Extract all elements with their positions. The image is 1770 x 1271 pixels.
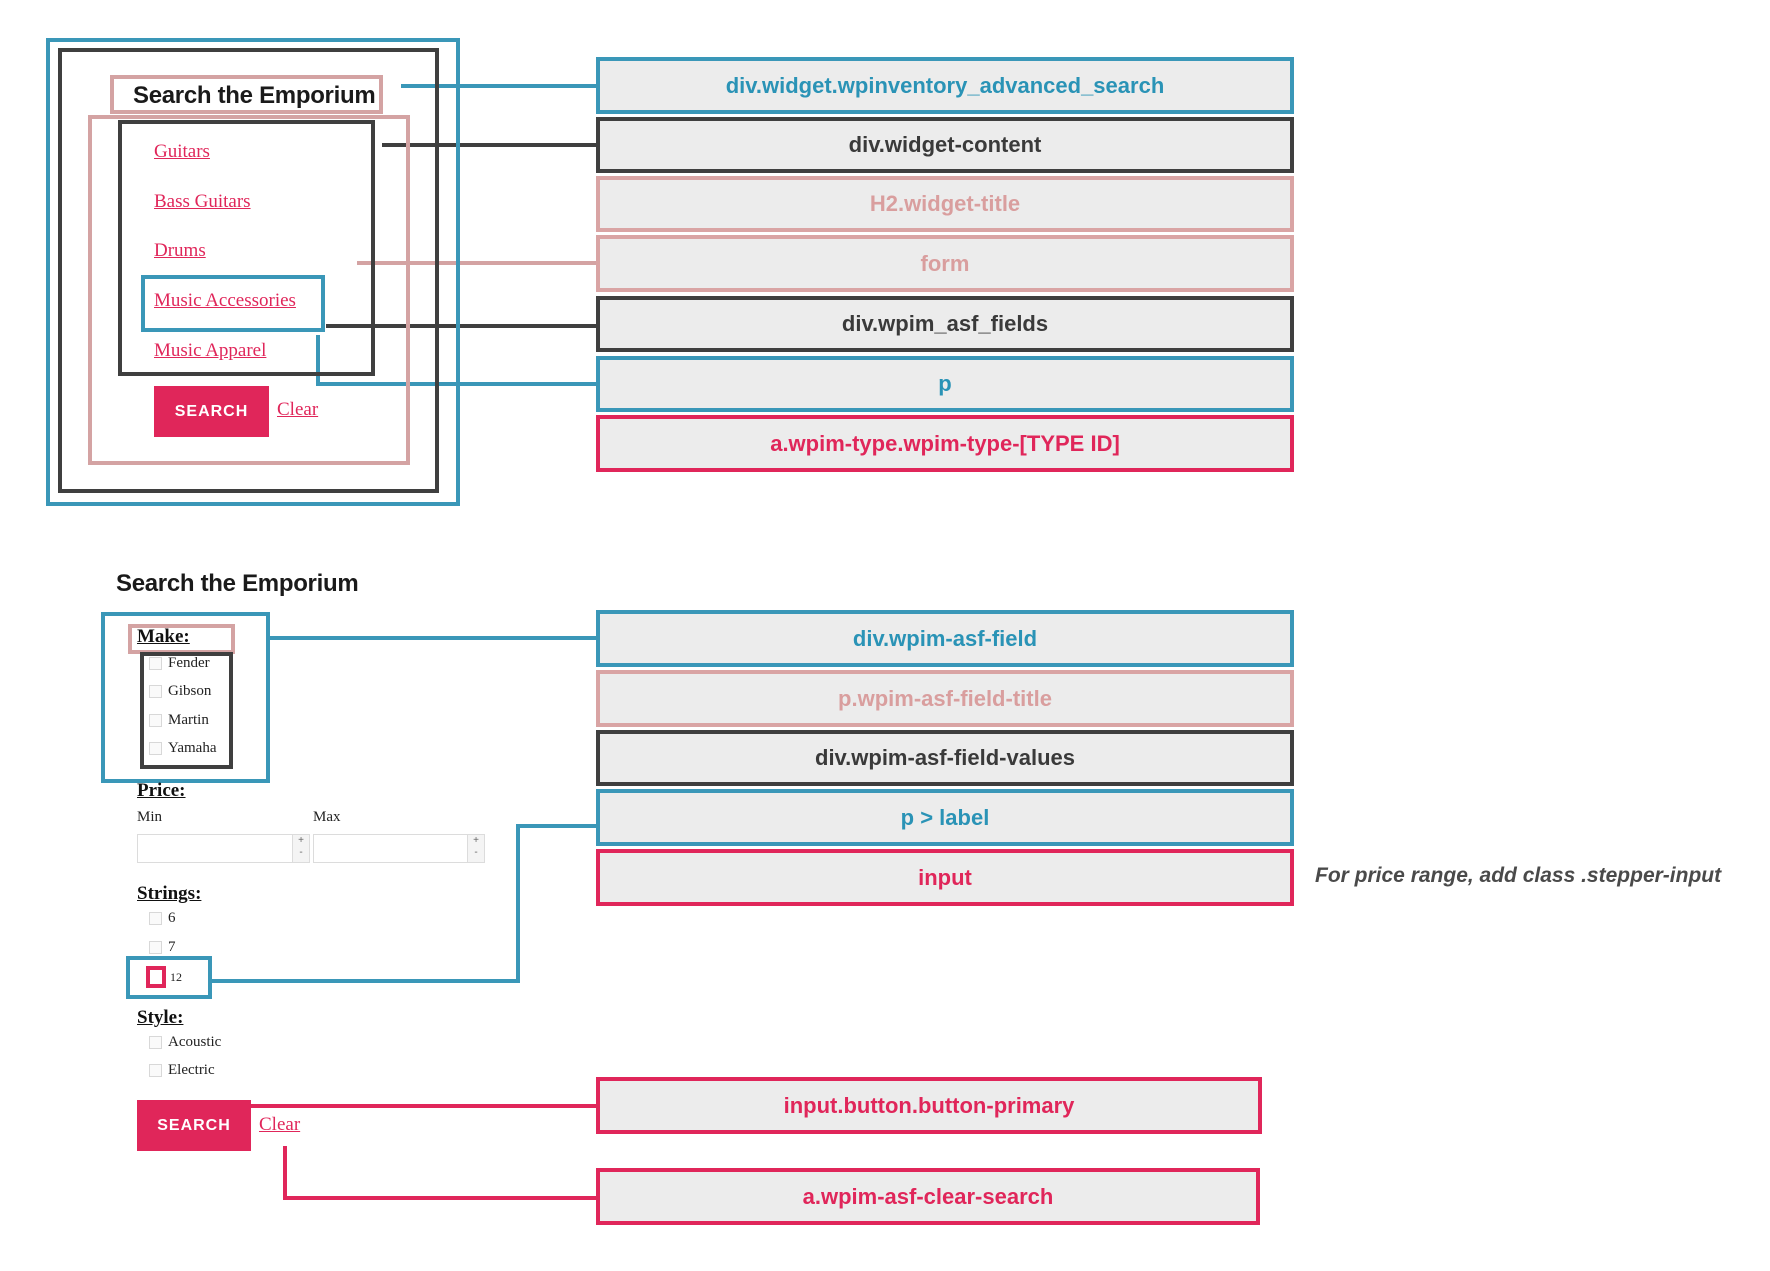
checkbox[interactable] xyxy=(149,742,162,755)
strings-option-7[interactable]: 7 xyxy=(149,939,176,956)
strings-title: Strings: xyxy=(137,883,202,904)
p-label-outline xyxy=(126,956,212,999)
label-widget-content: div.widget-content xyxy=(596,117,1294,173)
asf-field-values-outline xyxy=(140,652,233,769)
checkbox[interactable] xyxy=(149,1036,162,1049)
option-label: 12 xyxy=(170,969,182,984)
label-clear-search: a.wpim-asf-clear-search xyxy=(596,1168,1260,1225)
label-widget: div.widget.wpinventory_advanced_search xyxy=(596,57,1294,114)
label-p: p xyxy=(596,356,1294,412)
plus-icon[interactable]: + xyxy=(298,835,304,846)
label-widget-title: H2.widget-title xyxy=(596,176,1294,232)
make-option-martin[interactable]: Martin xyxy=(149,712,209,729)
type-link-music-apparel[interactable]: Music Apparel xyxy=(154,340,267,361)
style-option-electric[interactable]: Electric xyxy=(149,1062,215,1079)
stepper-buttons[interactable]: +- xyxy=(467,835,484,862)
clear-link[interactable]: Clear xyxy=(277,399,319,420)
stepper-buttons[interactable]: +- xyxy=(292,835,309,862)
label-button-primary: input.button.button-primary xyxy=(596,1077,1262,1134)
type-link-drums[interactable]: Drums xyxy=(154,240,206,261)
price-min-input[interactable]: +- xyxy=(137,834,310,863)
advanced-clear-link[interactable]: Clear xyxy=(259,1114,301,1135)
checkbox[interactable] xyxy=(149,1064,162,1077)
label-type-link: a.wpim-type.wpim-type-[TYPE ID] xyxy=(596,415,1294,472)
option-label: Martin xyxy=(168,712,209,728)
checkbox[interactable] xyxy=(149,685,162,698)
advanced-search-button[interactable]: SEARCH xyxy=(137,1100,251,1151)
checkbox[interactable] xyxy=(149,714,162,727)
price-max-label: Max xyxy=(313,809,341,825)
type-link-guitars[interactable]: Guitars xyxy=(154,141,210,162)
option-label: Yamaha xyxy=(168,740,217,756)
stepper-note: For price range, add class .stepper-inpu… xyxy=(1315,864,1722,887)
label-asf-field: div.wpim-asf-field xyxy=(596,610,1294,667)
asf-field-outline xyxy=(101,612,270,783)
p-outline xyxy=(141,275,325,332)
label-input: input xyxy=(596,849,1294,906)
wire-clear xyxy=(283,1146,596,1200)
widget-outline xyxy=(46,38,460,506)
style-title: Style: xyxy=(137,1007,184,1028)
label-asf-field-title: p.wpim-asf-field-title xyxy=(596,670,1294,727)
make-option-fender[interactable]: Fender xyxy=(149,655,210,672)
type-link-music-accessories[interactable]: Music Accessories xyxy=(154,290,296,311)
option-label: Gibson xyxy=(168,683,212,699)
option-label: Acoustic xyxy=(168,1034,222,1050)
checkbox[interactable] xyxy=(149,941,162,954)
style-option-acoustic[interactable]: Acoustic xyxy=(149,1034,221,1051)
label-p-label: p > label xyxy=(596,789,1294,846)
fields-outline xyxy=(118,120,375,376)
option-label: Electric xyxy=(168,1062,215,1078)
minus-icon[interactable]: - xyxy=(474,847,478,858)
checkbox[interactable] xyxy=(149,912,162,925)
minus-icon[interactable]: - xyxy=(299,847,303,858)
form-outline xyxy=(88,115,410,465)
option-label: 7 xyxy=(168,939,176,955)
input-outline[interactable] xyxy=(146,966,166,988)
make-option-yamaha[interactable]: Yamaha xyxy=(149,740,216,757)
strings-option-6[interactable]: 6 xyxy=(149,910,176,927)
widget-title-outline xyxy=(110,75,383,114)
advanced-widget-title: Search the Emporium xyxy=(116,570,359,597)
price-min-label: Min xyxy=(137,809,163,825)
label-fields: div.wpim_asf_fields xyxy=(596,296,1294,352)
make-title: Make: xyxy=(137,626,190,647)
search-button[interactable]: SEARCH xyxy=(154,386,269,437)
price-title: Price: xyxy=(137,780,186,801)
label-form: form xyxy=(596,235,1294,292)
strings-option-12[interactable]: 12 xyxy=(146,966,182,988)
option-label: 6 xyxy=(168,910,176,926)
label-asf-field-values: div.wpim-asf-field-values xyxy=(596,730,1294,786)
type-link-bass-guitars[interactable]: Bass Guitars xyxy=(154,191,251,212)
plus-icon[interactable]: + xyxy=(473,835,479,846)
option-label: Fender xyxy=(168,655,210,671)
price-max-input[interactable]: +- xyxy=(313,834,485,863)
make-option-gibson[interactable]: Gibson xyxy=(149,683,211,700)
checkbox[interactable] xyxy=(149,657,162,670)
widget-title: Search the Emporium xyxy=(133,82,376,109)
widget-content-outline xyxy=(58,48,439,493)
